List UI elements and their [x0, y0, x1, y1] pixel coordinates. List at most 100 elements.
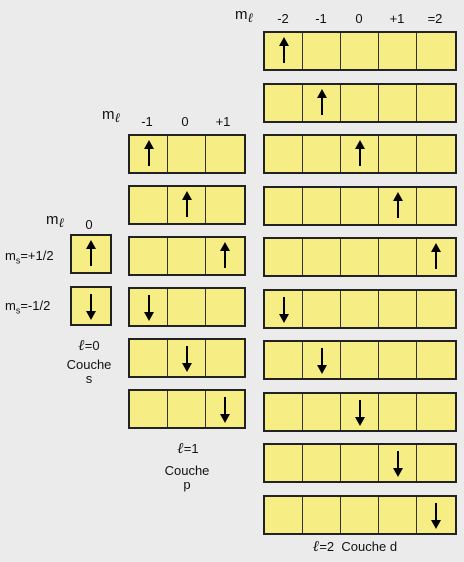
orbital-box: [265, 496, 303, 533]
orbital-row: [128, 287, 246, 327]
orbital-box: [417, 342, 455, 378]
orbital-box: [206, 238, 244, 274]
orbital-box: [417, 188, 455, 224]
orbital-box: [417, 394, 455, 430]
orbital-box: [206, 136, 244, 172]
orbital-box: [265, 393, 303, 430]
orbital-row: [263, 340, 457, 380]
orbital-row: [70, 286, 112, 326]
d-ml-label: mℓ: [235, 6, 253, 26]
spin-up-arrow-icon: [354, 140, 365, 166]
orbital-row: [263, 31, 457, 71]
orbital-box: [168, 289, 206, 325]
orbital-box: [303, 342, 341, 378]
orbital-row: [263, 443, 457, 483]
orbital-box: [303, 239, 341, 275]
orbital-box: [303, 187, 341, 224]
orbital-box: [341, 239, 379, 275]
orbital-box: [417, 33, 455, 69]
orbital-box: [379, 136, 417, 172]
orbital-box: [265, 187, 303, 224]
orbital-row: [263, 288, 457, 329]
spin-down-arrow-icon: [431, 502, 441, 529]
spin-down-arrow-icon: [278, 296, 289, 323]
spin-down-arrow-icon: [86, 294, 96, 320]
ml-tick-label: +1: [389, 11, 405, 26]
spin-up-arrow-icon: [392, 191, 403, 218]
orbital-box: [168, 238, 206, 274]
orbital-box: [303, 33, 341, 69]
orbital-box: [206, 340, 244, 376]
orbital-box: [417, 291, 455, 327]
spin-down-arrow-icon: [181, 346, 192, 372]
orbital-box: [206, 391, 244, 427]
orbital-box: [417, 497, 455, 533]
spin-down-arrow-icon: [392, 451, 403, 477]
orbital-box: [206, 187, 244, 223]
orbital-box: [417, 136, 455, 172]
spin-down-arrow-icon: [143, 295, 154, 321]
orbital-box: [303, 445, 341, 481]
orbital-row: [128, 338, 246, 378]
ml-tick-label: 0: [355, 11, 363, 26]
s-ml-label: mℓ: [46, 211, 64, 231]
orbital-box: [417, 239, 455, 275]
spin-down-arrow-icon: [220, 397, 230, 423]
ml-tick-label: -1: [315, 11, 327, 26]
orbital-row: [263, 185, 457, 226]
orbital-row: [263, 134, 457, 174]
s-ell-label: ℓ=0: [78, 336, 100, 354]
orbital-row: [70, 234, 112, 274]
spin-up-arrow-icon: [143, 140, 154, 166]
spin-up-arrow-icon: [316, 88, 327, 115]
orbital-box: [341, 445, 379, 481]
orbital-box: [303, 496, 341, 533]
orbital-row: [128, 236, 246, 276]
ml-tick-label: -1: [141, 114, 153, 129]
ml-tick-label: -2: [277, 11, 289, 26]
orbital-box: [341, 84, 379, 121]
orbital-box: [379, 33, 417, 69]
orbital-box: [417, 85, 455, 121]
orbital-box: [168, 340, 206, 376]
orbital-box: [341, 393, 379, 430]
orbital-box: [379, 496, 417, 533]
orbital-box: [130, 136, 168, 172]
orbital-box: [265, 445, 303, 481]
d-caption: ℓ=2 Couche d: [312, 537, 398, 555]
orbital-box: [303, 84, 341, 121]
orbital-row: [263, 391, 457, 432]
orbital-box: [417, 445, 455, 481]
orbital-row: [263, 494, 457, 535]
s-tick-labels: 0: [70, 217, 108, 232]
orbital-box: [303, 393, 341, 430]
spin-up-arrow-icon: [86, 240, 96, 266]
spin-up-arrow-icon: [278, 37, 289, 63]
orbital-box: [341, 290, 379, 327]
orbital-row: [128, 185, 246, 225]
ms-plus-label: ms=+1/2: [5, 248, 54, 266]
orbital-box: [206, 289, 244, 325]
orbital-box: [341, 136, 379, 172]
orbital-box: [379, 393, 417, 430]
orbital-box: [72, 236, 110, 272]
orbital-box: [72, 288, 110, 324]
orbital-box: [341, 187, 379, 224]
orbital-box: [379, 84, 417, 121]
p-ml-label: mℓ: [102, 106, 120, 126]
orbital-box: [379, 342, 417, 378]
orbital-box: [168, 136, 206, 172]
orbital-box: [130, 187, 168, 223]
ml-tick-label: =2: [427, 11, 443, 26]
spin-down-arrow-icon: [354, 399, 365, 426]
spin-up-arrow-icon: [220, 242, 230, 268]
orbital-box: [341, 33, 379, 69]
orbital-box: [168, 187, 206, 223]
d-tick-labels: -2 -1 0 +1 =2: [264, 11, 454, 26]
orbital-box: [341, 496, 379, 533]
orbital-box: [130, 238, 168, 274]
orbital-box: [341, 342, 379, 378]
